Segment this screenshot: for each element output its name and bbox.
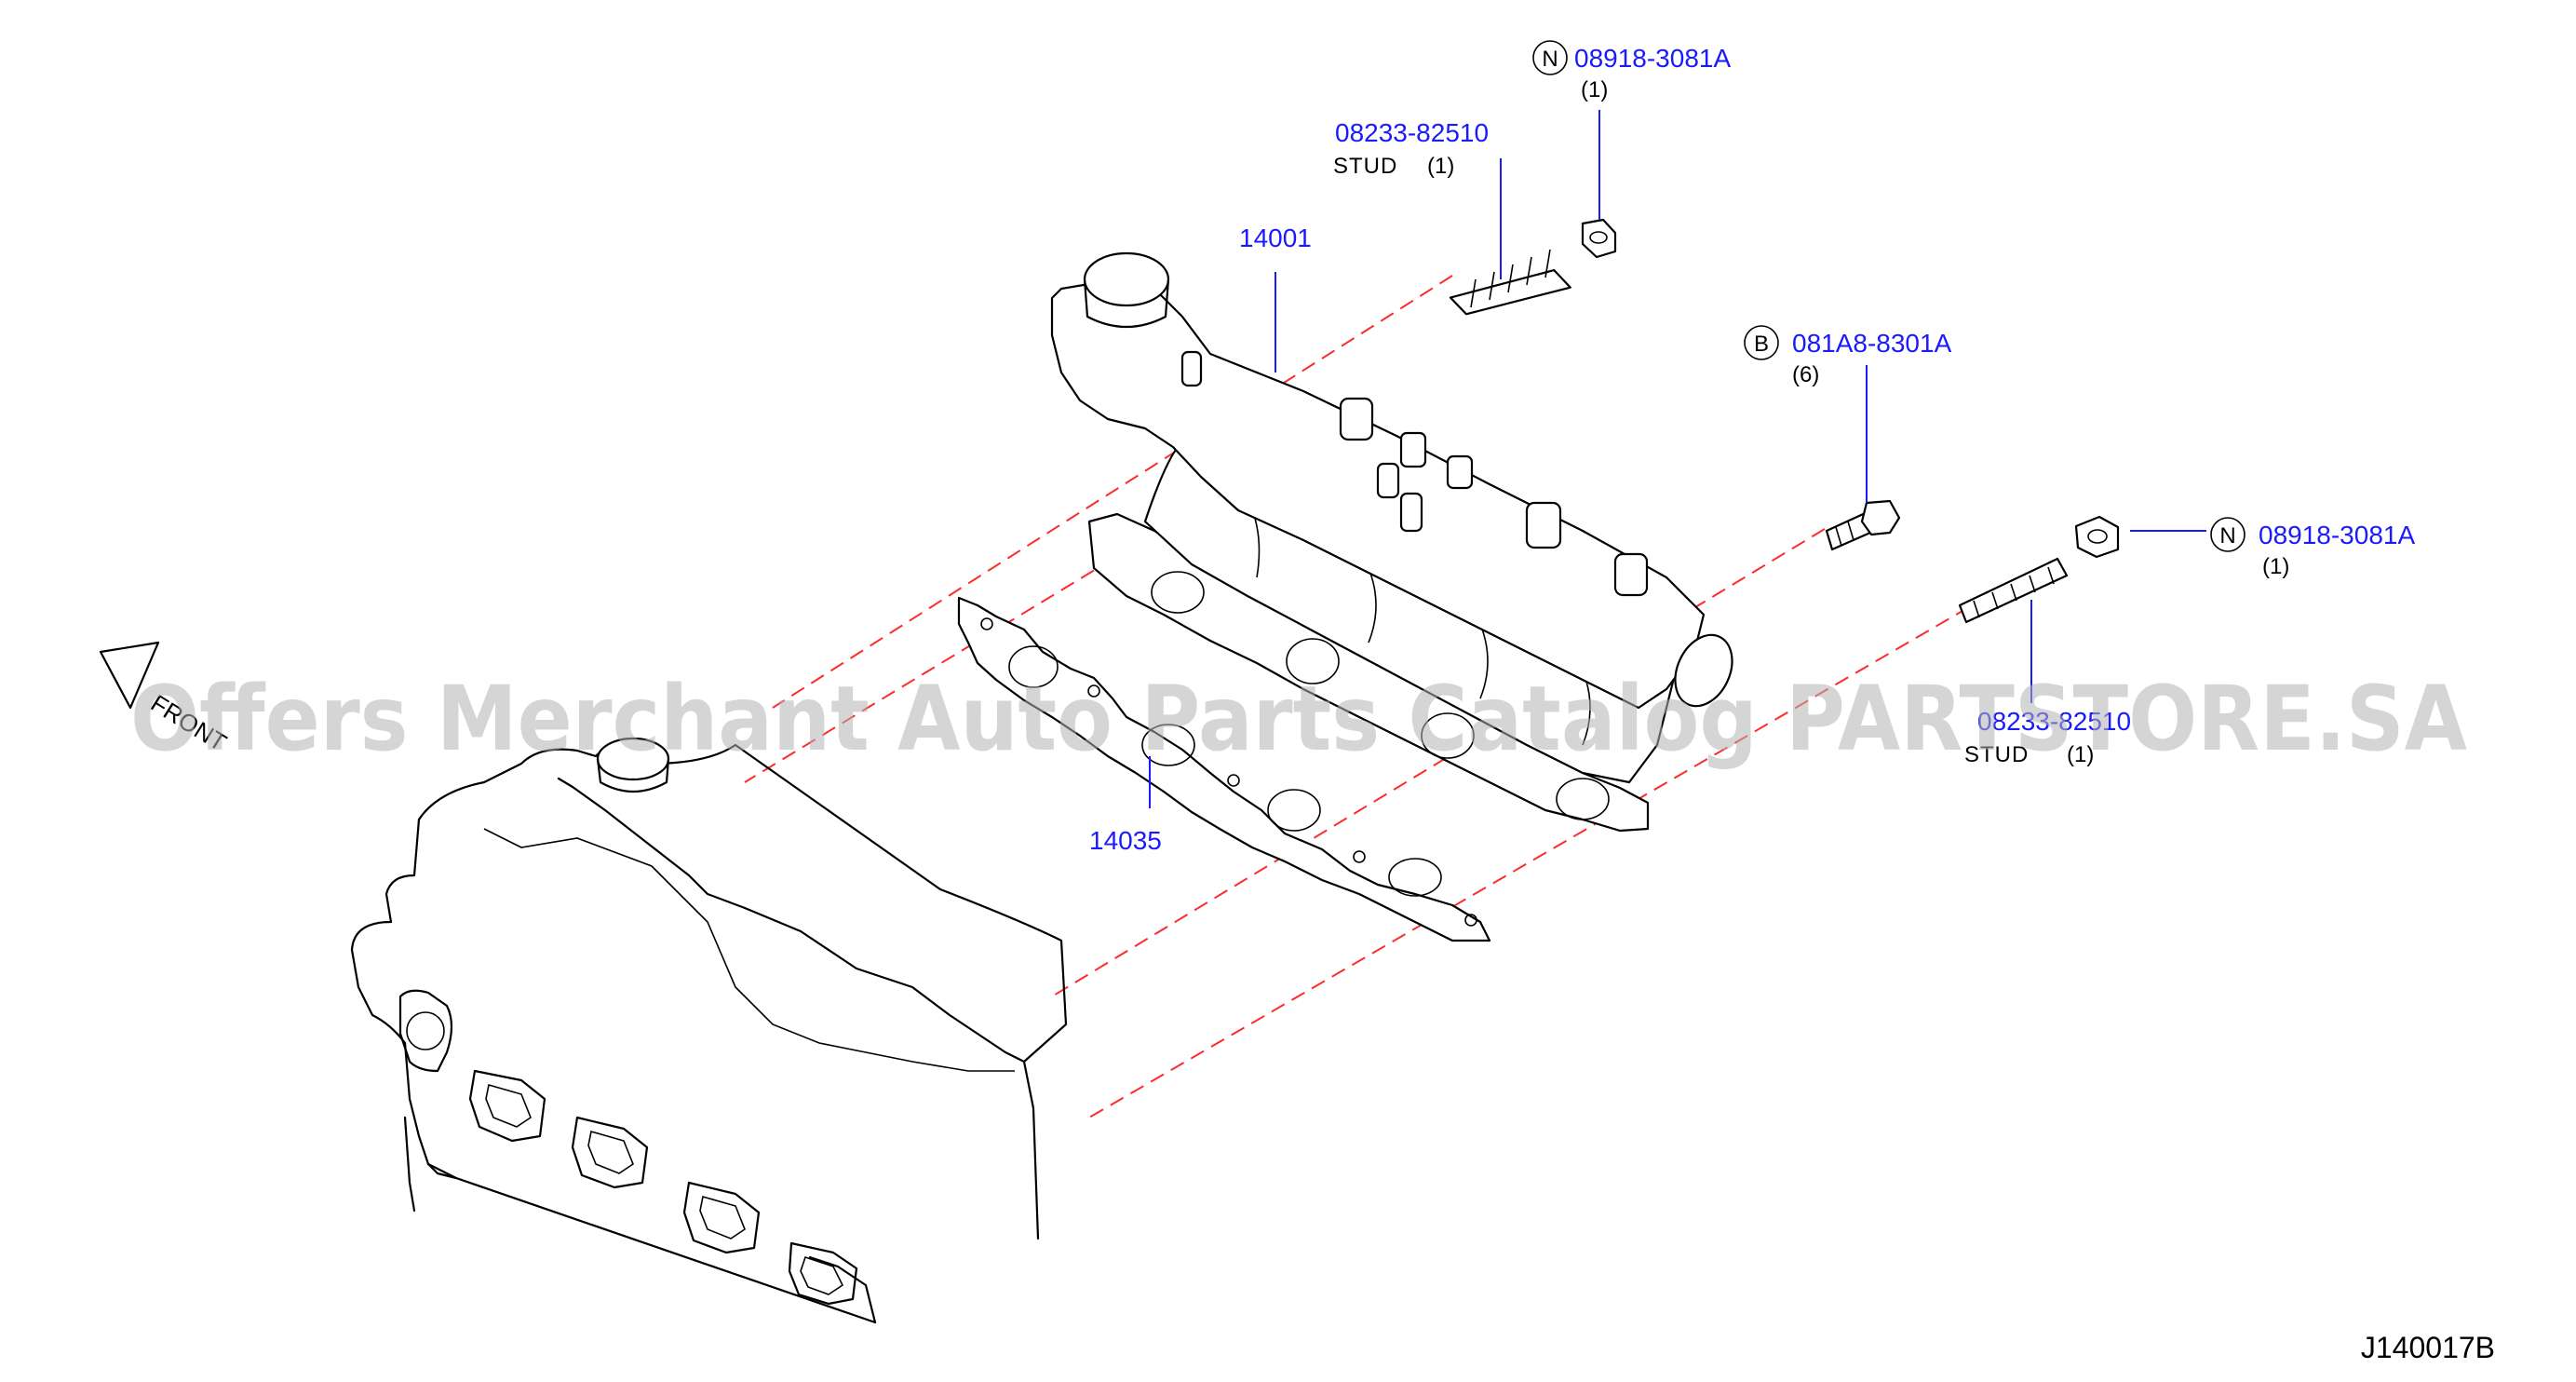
callout-b: B <box>1754 332 1769 357</box>
qty-nut-top: (1) <box>1581 77 1608 102</box>
manifold-gasket <box>957 596 1491 942</box>
intake-port-4 <box>682 1181 761 1254</box>
stud-right <box>1958 557 2069 624</box>
cylinder-head <box>350 737 1068 1324</box>
diagram-code: J140017B <box>2361 1331 2495 1364</box>
intake-port-2 <box>468 1069 546 1143</box>
label-stud-top-name: STUD <box>1333 154 1397 179</box>
bolt <box>1825 499 1901 551</box>
qty-stud-top: (1) <box>1427 154 1454 179</box>
callout-n-right: N <box>2219 523 2235 549</box>
label-nut-right[interactable]: N 08918-3081A (1) <box>2210 517 2415 579</box>
part-number-bolt[interactable]: 081A8-8301A <box>1792 329 1952 358</box>
label-manifold[interactable]: 14001 <box>1239 224 1312 252</box>
front-arrow-icon <box>99 641 160 710</box>
part-number-nut-top[interactable]: 08918-3081A <box>1574 44 1731 73</box>
callout-n-top: N <box>1542 47 1558 72</box>
intake-port-3 <box>571 1116 649 1189</box>
qty-bolt: (6) <box>1792 362 1819 387</box>
part-number-manifold[interactable]: 14001 <box>1239 224 1312 252</box>
label-gasket[interactable]: 14035 <box>1089 826 1162 855</box>
label-stud-top[interactable]: 08233-82510 STUD (1) <box>1333 118 1489 179</box>
nut-right <box>2074 515 2120 559</box>
part-number-stud-right[interactable]: 08233-82510 <box>1977 707 2131 736</box>
part-number-nut-right[interactable]: 08918-3081A <box>2259 521 2415 549</box>
qty-stud-right: (1) <box>2067 742 2094 767</box>
label-nut-top[interactable]: N 08918-3081A (1) <box>1532 40 1731 102</box>
leader-lines <box>1149 110 2206 808</box>
nut-top <box>1581 218 1617 259</box>
stud-top <box>1449 249 1571 316</box>
label-bolt[interactable]: B 081A8-8301A (6) <box>1744 325 1952 387</box>
intake-manifold <box>1050 251 1733 833</box>
label-stud-right-name: STUD <box>1964 742 2029 767</box>
part-number-stud-top[interactable]: 08233-82510 <box>1335 118 1489 147</box>
intake-port-1 <box>398 989 453 1073</box>
manifold-bosses <box>1180 350 1649 597</box>
intake-port-5 <box>788 1241 858 1306</box>
qty-nut-right: (1) <box>2262 554 2289 579</box>
watermark: Offers Merchant Auto Parts Catalog PARTS… <box>130 667 2467 771</box>
part-number-gasket[interactable]: 14035 <box>1089 826 1162 855</box>
label-stud-right[interactable]: 08233-82510 STUD (1) <box>1964 707 2131 767</box>
